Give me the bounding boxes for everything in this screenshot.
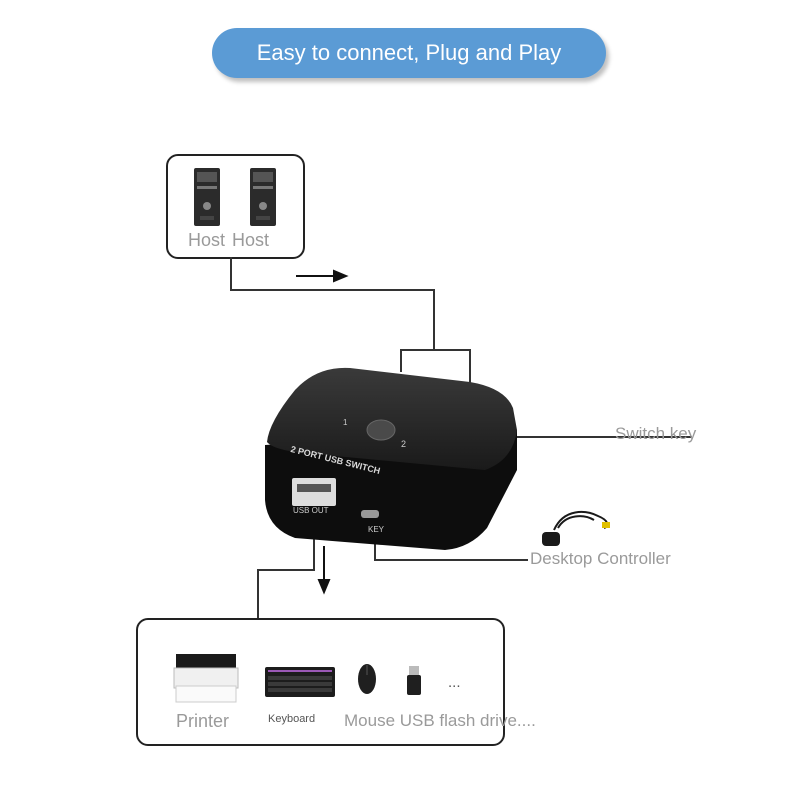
printer-label: Printer (176, 711, 230, 731)
desktop-controller-label: Desktop Controller (530, 549, 671, 568)
devices-box: Printer Keyboard ... Mouse USB flash dri… (136, 618, 536, 746)
port-1-label: 1 (343, 418, 348, 427)
usb-out-text: USB OUT (293, 506, 329, 515)
printer-icon (173, 654, 239, 703)
host-box: Host Host (166, 154, 305, 259)
port-2-label: 2 (401, 439, 407, 449)
desktop-controller-icon (542, 510, 610, 546)
more-devices-ellipsis: ... (448, 674, 461, 691)
keyboard-icon (265, 667, 335, 697)
host-pc-icon (250, 168, 276, 226)
mouse-icon (358, 664, 376, 694)
host-pc-icon (194, 168, 220, 226)
mouse-flash-label: Mouse USB flash drive.... (344, 711, 536, 730)
usb-switch-icon (265, 367, 517, 550)
key-text: KEY (368, 525, 385, 534)
title-banner: Easy to connect, Plug and Play (212, 28, 606, 78)
host-label-2: Host (232, 230, 270, 250)
keyboard-label: Keyboard (268, 713, 316, 725)
host-label-1: Host (188, 230, 226, 250)
usb-flash-drive-icon (407, 666, 421, 695)
switch-key-label: Switch key (615, 424, 697, 443)
title-text: Easy to connect, Plug and Play (256, 40, 562, 65)
